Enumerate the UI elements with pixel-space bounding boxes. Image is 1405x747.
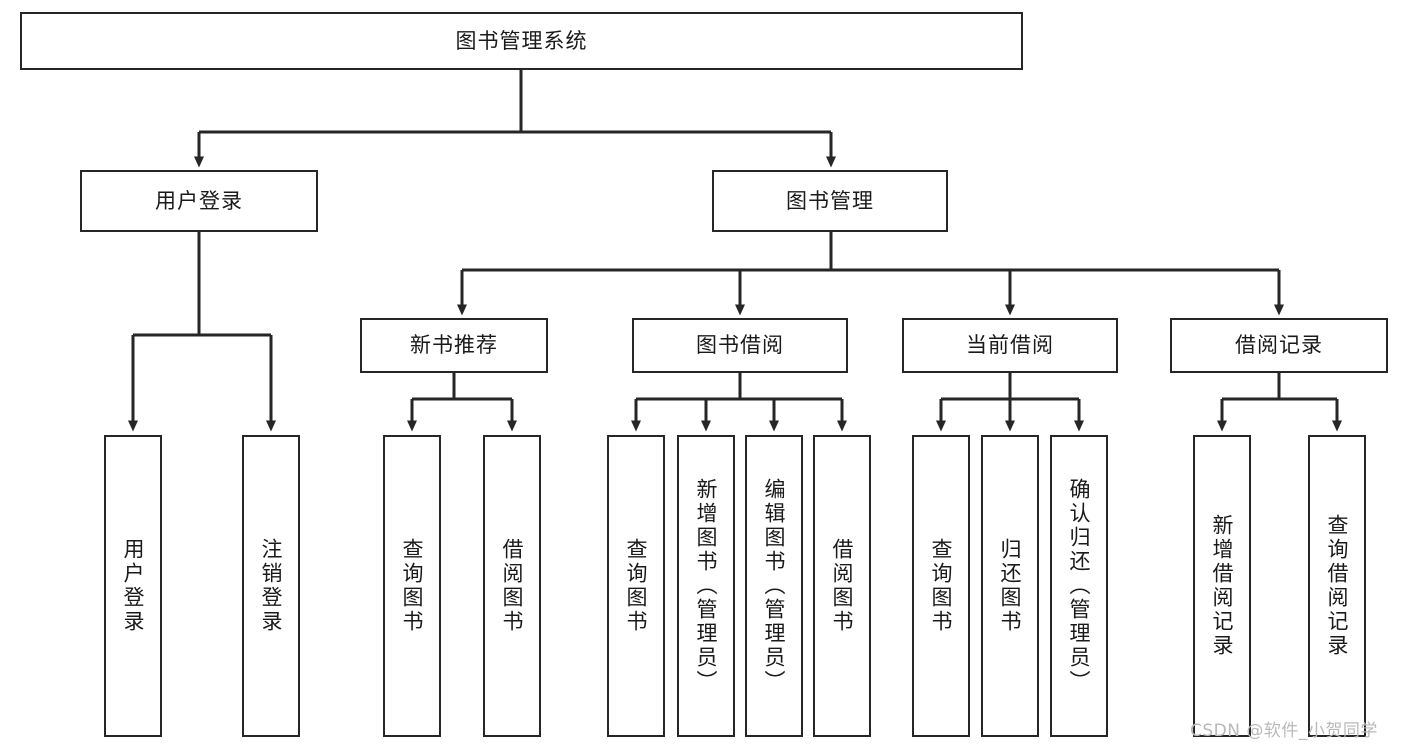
node-leaf-logout[interactable]: 注销登录 — [242, 435, 300, 737]
node-borrow-record[interactable]: 借阅记录 — [1170, 318, 1388, 373]
node-book-borrow-label: 图书借阅 — [696, 333, 784, 358]
node-leaf-edit-book[interactable]: 编辑图书（管理员） — [745, 435, 803, 737]
node-book-manage-label: 图书管理 — [786, 188, 874, 213]
node-leaf-borrow-book-2[interactable]: 借阅图书 — [813, 435, 871, 737]
node-book-manage[interactable]: 图书管理 — [712, 170, 948, 232]
node-current-borrow[interactable]: 当前借阅 — [902, 318, 1118, 373]
node-leaf-add-book-label: 新增图书（管理员） — [694, 478, 719, 694]
node-leaf-edit-book-label: 编辑图书（管理员） — [762, 478, 787, 694]
node-root-system[interactable]: 图书管理系统 — [20, 12, 1023, 70]
node-leaf-user-login[interactable]: 用户登录 — [104, 435, 162, 737]
node-user-login-label: 用户登录 — [155, 188, 243, 213]
node-leaf-logout-label: 注销登录 — [259, 538, 284, 634]
node-borrow-record-label: 借阅记录 — [1235, 333, 1323, 358]
node-leaf-add-book[interactable]: 新增图书（管理员） — [677, 435, 735, 737]
node-leaf-return-book[interactable]: 归还图书 — [981, 435, 1039, 737]
csdn-watermark: CSDN @软件_小贺同学 — [1190, 721, 1378, 741]
node-leaf-add-record[interactable]: 新增借阅记录 — [1193, 435, 1251, 737]
node-root-system-label: 图书管理系统 — [455, 28, 588, 53]
node-leaf-user-login-label: 用户登录 — [121, 538, 146, 634]
node-new-book-recommend-label: 新书推荐 — [410, 333, 498, 358]
node-leaf-confirm-return[interactable]: 确认归还（管理员） — [1050, 435, 1108, 737]
node-leaf-query-book-2-label: 查询图书 — [624, 538, 649, 634]
node-leaf-borrow-book-1[interactable]: 借阅图书 — [483, 435, 541, 737]
node-leaf-query-record-label: 查询借阅记录 — [1325, 514, 1350, 658]
node-new-book-recommend[interactable]: 新书推荐 — [360, 318, 548, 373]
node-leaf-return-book-label: 归还图书 — [998, 538, 1023, 634]
node-book-borrow[interactable]: 图书借阅 — [632, 318, 848, 373]
node-leaf-borrow-book-1-label: 借阅图书 — [500, 538, 525, 634]
node-leaf-borrow-book-2-label: 借阅图书 — [830, 538, 855, 634]
node-leaf-query-record[interactable]: 查询借阅记录 — [1308, 435, 1366, 737]
node-user-login[interactable]: 用户登录 — [80, 170, 318, 232]
node-leaf-add-record-label: 新增借阅记录 — [1210, 514, 1235, 658]
node-leaf-query-book-3[interactable]: 查询图书 — [912, 435, 970, 737]
node-current-borrow-label: 当前借阅 — [966, 333, 1054, 358]
node-leaf-query-book-2[interactable]: 查询图书 — [607, 435, 665, 737]
node-leaf-query-book-1-label: 查询图书 — [400, 538, 425, 634]
node-leaf-confirm-return-label: 确认归还（管理员） — [1067, 478, 1092, 694]
node-leaf-query-book-3-label: 查询图书 — [929, 538, 954, 634]
node-leaf-query-book-1[interactable]: 查询图书 — [383, 435, 441, 737]
